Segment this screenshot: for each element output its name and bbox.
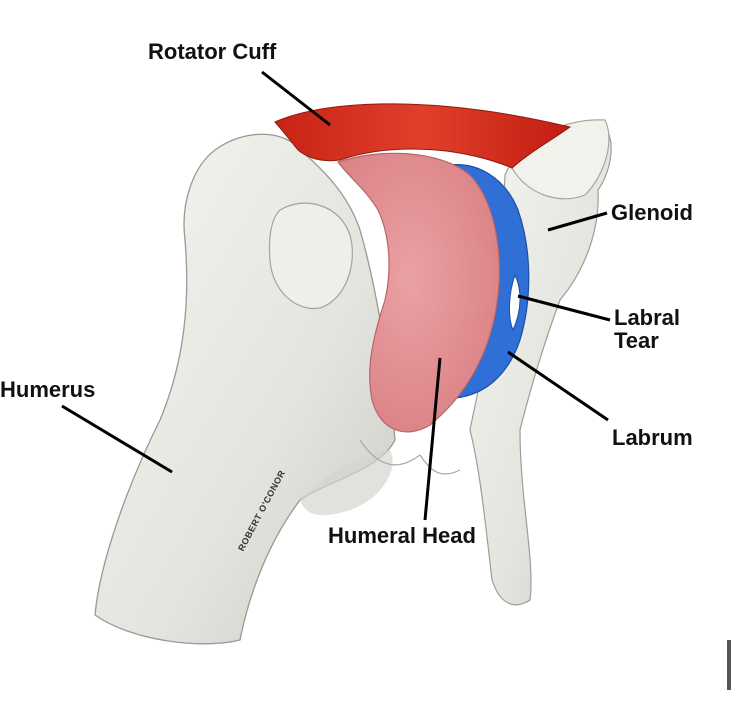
labral-tear-leader-line — [517, 294, 611, 322]
rotator-cuff-leader-line — [261, 70, 331, 127]
label-labral-tear-line1: Labral — [614, 305, 681, 330]
label-humeral-head: Humeral Head — [328, 523, 476, 548]
labrum-leader-line — [507, 350, 609, 422]
label-labral-tear-line2: Tear — [614, 328, 659, 354]
label-labrum: Labrum — [612, 425, 693, 450]
humerus-leader-line — [61, 404, 173, 474]
label-glenoid: Glenoid — [611, 200, 693, 225]
label-humerus: Humerus — [0, 377, 96, 402]
lower-bone-edge — [359, 439, 461, 475]
glenoid-leader-line — [547, 211, 608, 232]
labral-tear — [509, 273, 521, 332]
humeral-head-leader-line — [423, 357, 442, 521]
label-labral-tear: Labral Tear — [614, 306, 680, 352]
label-rotator-cuff: Rotator Cuff — [148, 39, 277, 64]
bone-shading — [300, 450, 393, 516]
greater-tuberosity — [268, 202, 353, 310]
rotator-cuff — [274, 103, 572, 169]
edge-scroll-bar — [727, 640, 731, 690]
humeral-head — [337, 152, 500, 433]
humerus-bone — [94, 133, 396, 645]
